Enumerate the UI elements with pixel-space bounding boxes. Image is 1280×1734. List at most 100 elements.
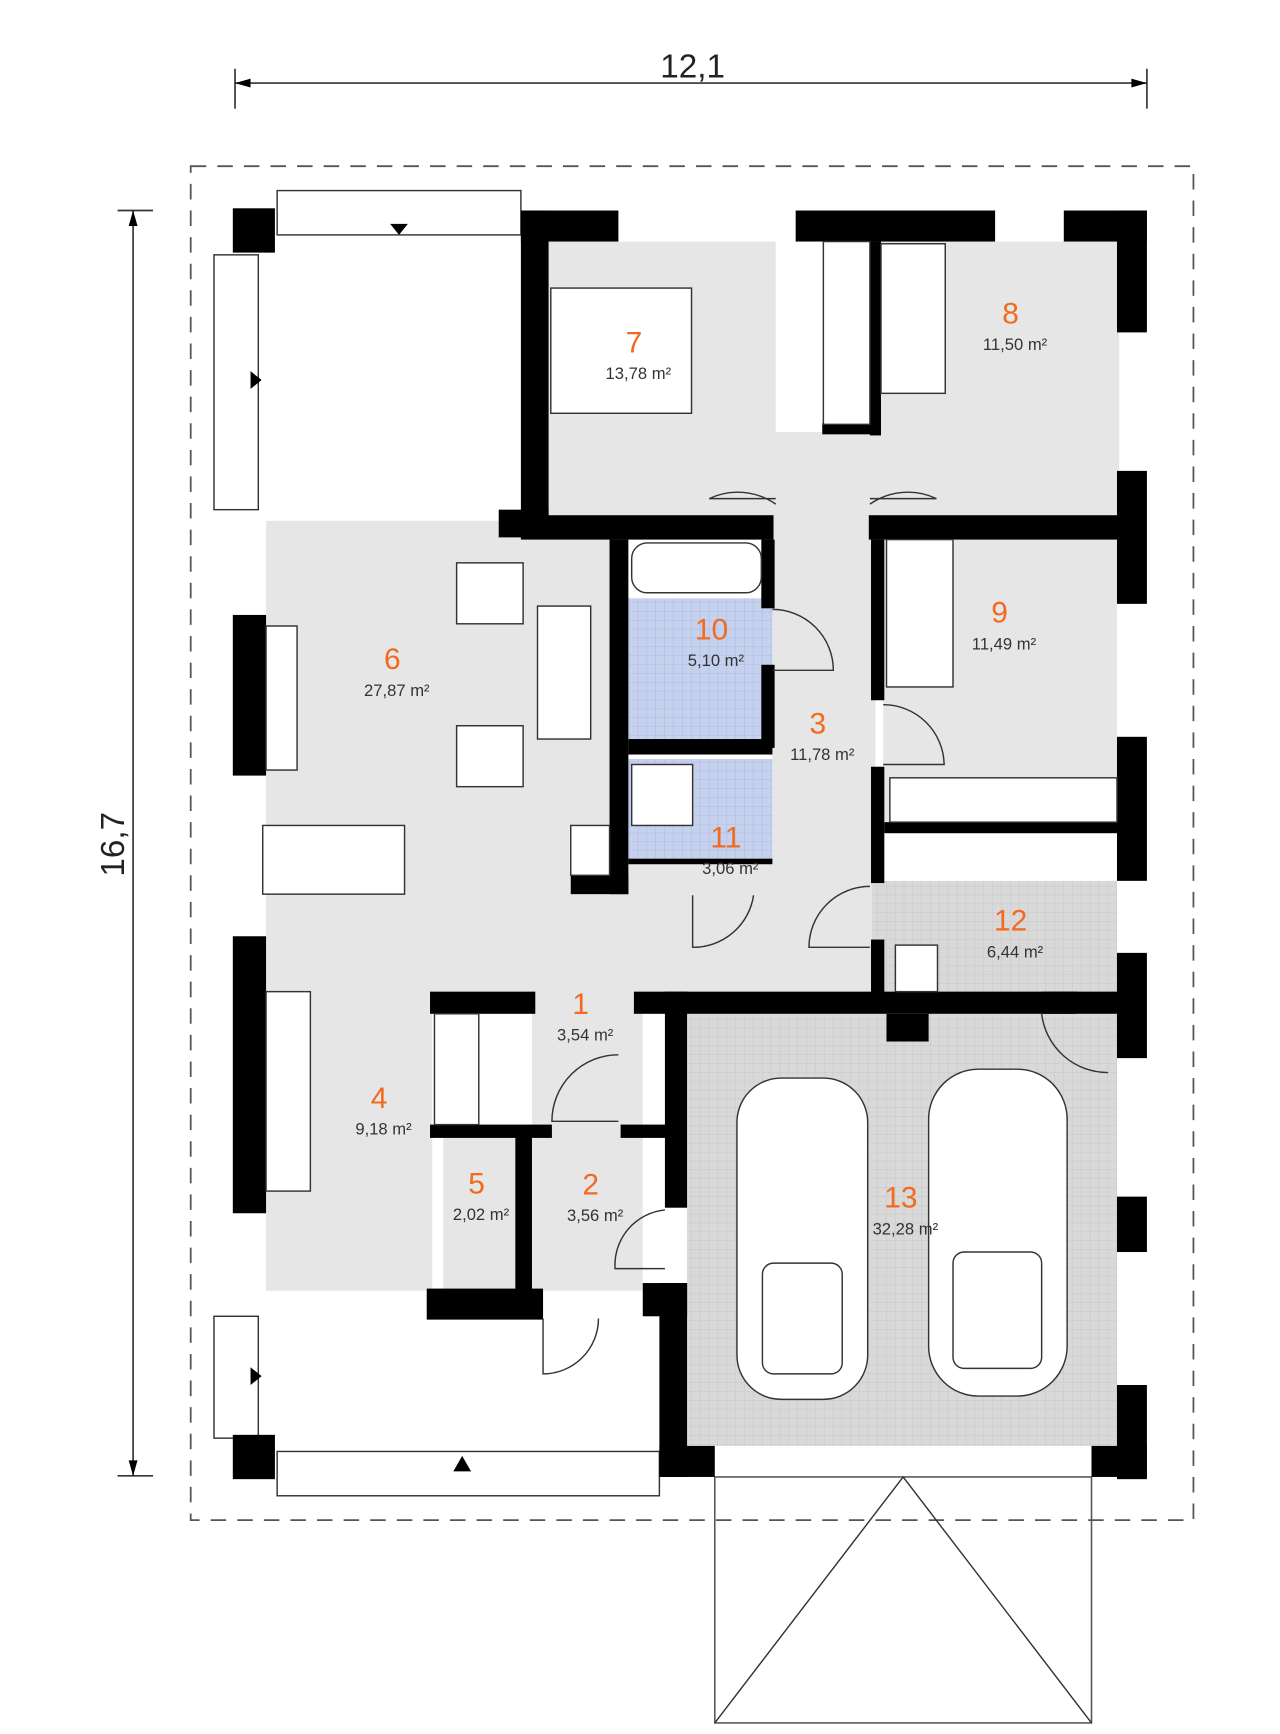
wall-segment bbox=[570, 875, 629, 895]
sofa-icon bbox=[536, 605, 592, 740]
dining-table-icon bbox=[262, 824, 406, 895]
room-8: 8 11,50 m² bbox=[983, 298, 1048, 355]
room-number: 12 bbox=[994, 905, 1027, 938]
room-number: 1 bbox=[572, 988, 589, 1021]
room-13: 13 32,28 m² bbox=[873, 1182, 939, 1239]
room-area: 3,06 m² bbox=[702, 859, 759, 878]
wall-segment bbox=[869, 241, 881, 436]
wall-segment bbox=[515, 1135, 532, 1319]
bed-icon bbox=[550, 287, 693, 414]
floor-area bbox=[531, 991, 643, 1291]
walls bbox=[232, 208, 1147, 1480]
furniture bbox=[262, 240, 1118, 1192]
room-9: 9 11,49 m² bbox=[972, 597, 1037, 654]
wall-segment bbox=[871, 766, 885, 884]
floor-area bbox=[443, 1135, 521, 1291]
room-2: 2 3,56 m² bbox=[567, 1168, 624, 1225]
room-6: 6 27,87 m² bbox=[364, 643, 430, 700]
room-area: 11,78 m² bbox=[790, 745, 855, 764]
wall-segment bbox=[1116, 1196, 1147, 1253]
wall-segment bbox=[871, 539, 885, 701]
wall-segment bbox=[633, 991, 1078, 1014]
terrace-bottom bbox=[213, 1315, 661, 1497]
wall-segment bbox=[232, 208, 275, 253]
room-area: 9,18 m² bbox=[355, 1120, 412, 1139]
roof-outline bbox=[189, 165, 1195, 1522]
wall-segment bbox=[426, 1288, 544, 1320]
wall-segment bbox=[659, 1445, 715, 1477]
wall-segment bbox=[520, 515, 774, 540]
wall-segment bbox=[1091, 1445, 1147, 1477]
wall-segment bbox=[795, 210, 996, 242]
wall-segment bbox=[761, 664, 775, 748]
shower-icon bbox=[630, 763, 694, 827]
bed-icon bbox=[880, 243, 946, 395]
car-icon-left bbox=[736, 1077, 869, 1401]
room-area: 2,02 m² bbox=[453, 1205, 510, 1224]
width-label: 12,1 bbox=[660, 49, 725, 86]
wall-segment bbox=[232, 936, 267, 1214]
fireplace-icon bbox=[570, 824, 611, 877]
room-1: 1 3,54 m² bbox=[557, 988, 614, 1045]
wall-segment bbox=[609, 539, 629, 895]
wall-segment bbox=[430, 991, 536, 1014]
room-area: 11,49 m² bbox=[972, 634, 1037, 653]
room-3: 3 11,78 m² bbox=[790, 707, 855, 764]
floor-area bbox=[615, 858, 873, 992]
wall-segment bbox=[1041, 991, 1117, 1014]
wall-segment bbox=[1116, 952, 1147, 1059]
wall-segment bbox=[520, 210, 549, 532]
room-area: 3,54 m² bbox=[557, 1025, 614, 1044]
kitchen-counter bbox=[265, 990, 312, 1192]
width-dimension: 12,1 bbox=[234, 49, 1148, 109]
room-area: 6,44 m² bbox=[987, 942, 1044, 961]
wall-segment bbox=[628, 739, 773, 755]
room-number: 4 bbox=[371, 1082, 388, 1115]
wall-segment bbox=[430, 1124, 552, 1138]
car-icon-right bbox=[927, 1068, 1068, 1397]
carport bbox=[714, 1475, 1093, 1724]
wall-segment bbox=[232, 1434, 275, 1480]
room-area: 5,10 m² bbox=[688, 651, 745, 670]
room-area: 32,28 m² bbox=[873, 1219, 939, 1238]
room-number: 5 bbox=[468, 1167, 485, 1200]
wall-segment bbox=[664, 991, 688, 1208]
wall-segment bbox=[884, 822, 1117, 834]
room-labels: 7 13,78 m² 8 11,50 m² 10 5,10 m² 9 11,49 m² 6 27,… bbox=[355, 298, 1047, 1239]
room-area: 27,87 m² bbox=[364, 681, 430, 700]
fridge-icon bbox=[433, 1013, 480, 1126]
room-10: 10 5,10 m² bbox=[688, 613, 745, 670]
armchair-icon bbox=[455, 725, 524, 788]
room-7: 7 13,78 m² bbox=[606, 326, 672, 383]
room-number: 8 bbox=[1002, 298, 1019, 331]
bed-icon bbox=[885, 538, 954, 688]
wardrobe-icon bbox=[889, 777, 1118, 823]
wall-segment bbox=[1116, 736, 1147, 881]
depth-dimension: 16,7 bbox=[95, 209, 154, 1477]
room-number: 2 bbox=[582, 1168, 599, 1201]
room-area: 3,56 m² bbox=[567, 1206, 624, 1225]
room-area: 13,78 m² bbox=[606, 364, 672, 383]
room-number: 7 bbox=[626, 326, 643, 359]
wall-segment bbox=[871, 939, 885, 995]
floor-area bbox=[266, 520, 616, 992]
wall-segment bbox=[868, 515, 1120, 540]
room-4: 4 9,18 m² bbox=[355, 1082, 412, 1139]
room-area: 11,50 m² bbox=[983, 335, 1048, 354]
wall-segment bbox=[886, 1013, 929, 1042]
room-number: 9 bbox=[991, 597, 1008, 630]
room-number: 3 bbox=[810, 707, 827, 740]
wall-segment bbox=[822, 423, 876, 435]
wall-segment bbox=[761, 539, 775, 609]
wall-segment bbox=[1116, 210, 1147, 333]
room-number: 13 bbox=[884, 1182, 917, 1215]
wall-segment bbox=[1116, 470, 1147, 604]
tv-icon bbox=[265, 625, 298, 771]
room-number: 10 bbox=[695, 613, 728, 646]
bathtub-icon bbox=[630, 542, 763, 594]
armchair-icon bbox=[455, 562, 524, 625]
room-number: 6 bbox=[384, 643, 401, 676]
wall-segment bbox=[232, 614, 267, 776]
wall-segment bbox=[659, 1283, 688, 1477]
